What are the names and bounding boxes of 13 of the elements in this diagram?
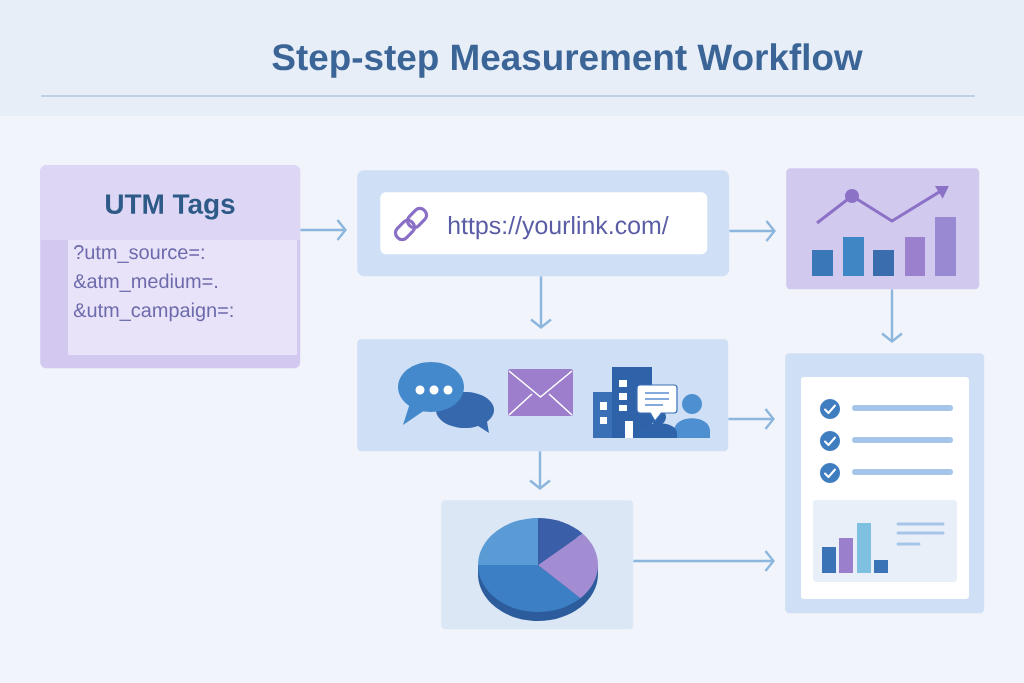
parameter-text: &atm_medium=. <box>73 273 217 292</box>
parameter-text: ?utm_source=: <box>74 245 204 263</box>
parameter-text: &utm_campaign=: <box>73 302 233 322</box>
url-field: https://yourlink.com/ <box>380 192 708 255</box>
title: Step-step Measurement Workflow <box>272 43 863 78</box>
card-heading: UTM Tags <box>106 194 235 220</box>
arrow <box>300 219 347 241</box>
arrow <box>728 408 775 430</box>
arrow <box>633 550 775 572</box>
arrow <box>530 276 552 329</box>
arrow <box>881 289 903 343</box>
arrow <box>729 220 776 242</box>
arrow <box>529 451 551 490</box>
